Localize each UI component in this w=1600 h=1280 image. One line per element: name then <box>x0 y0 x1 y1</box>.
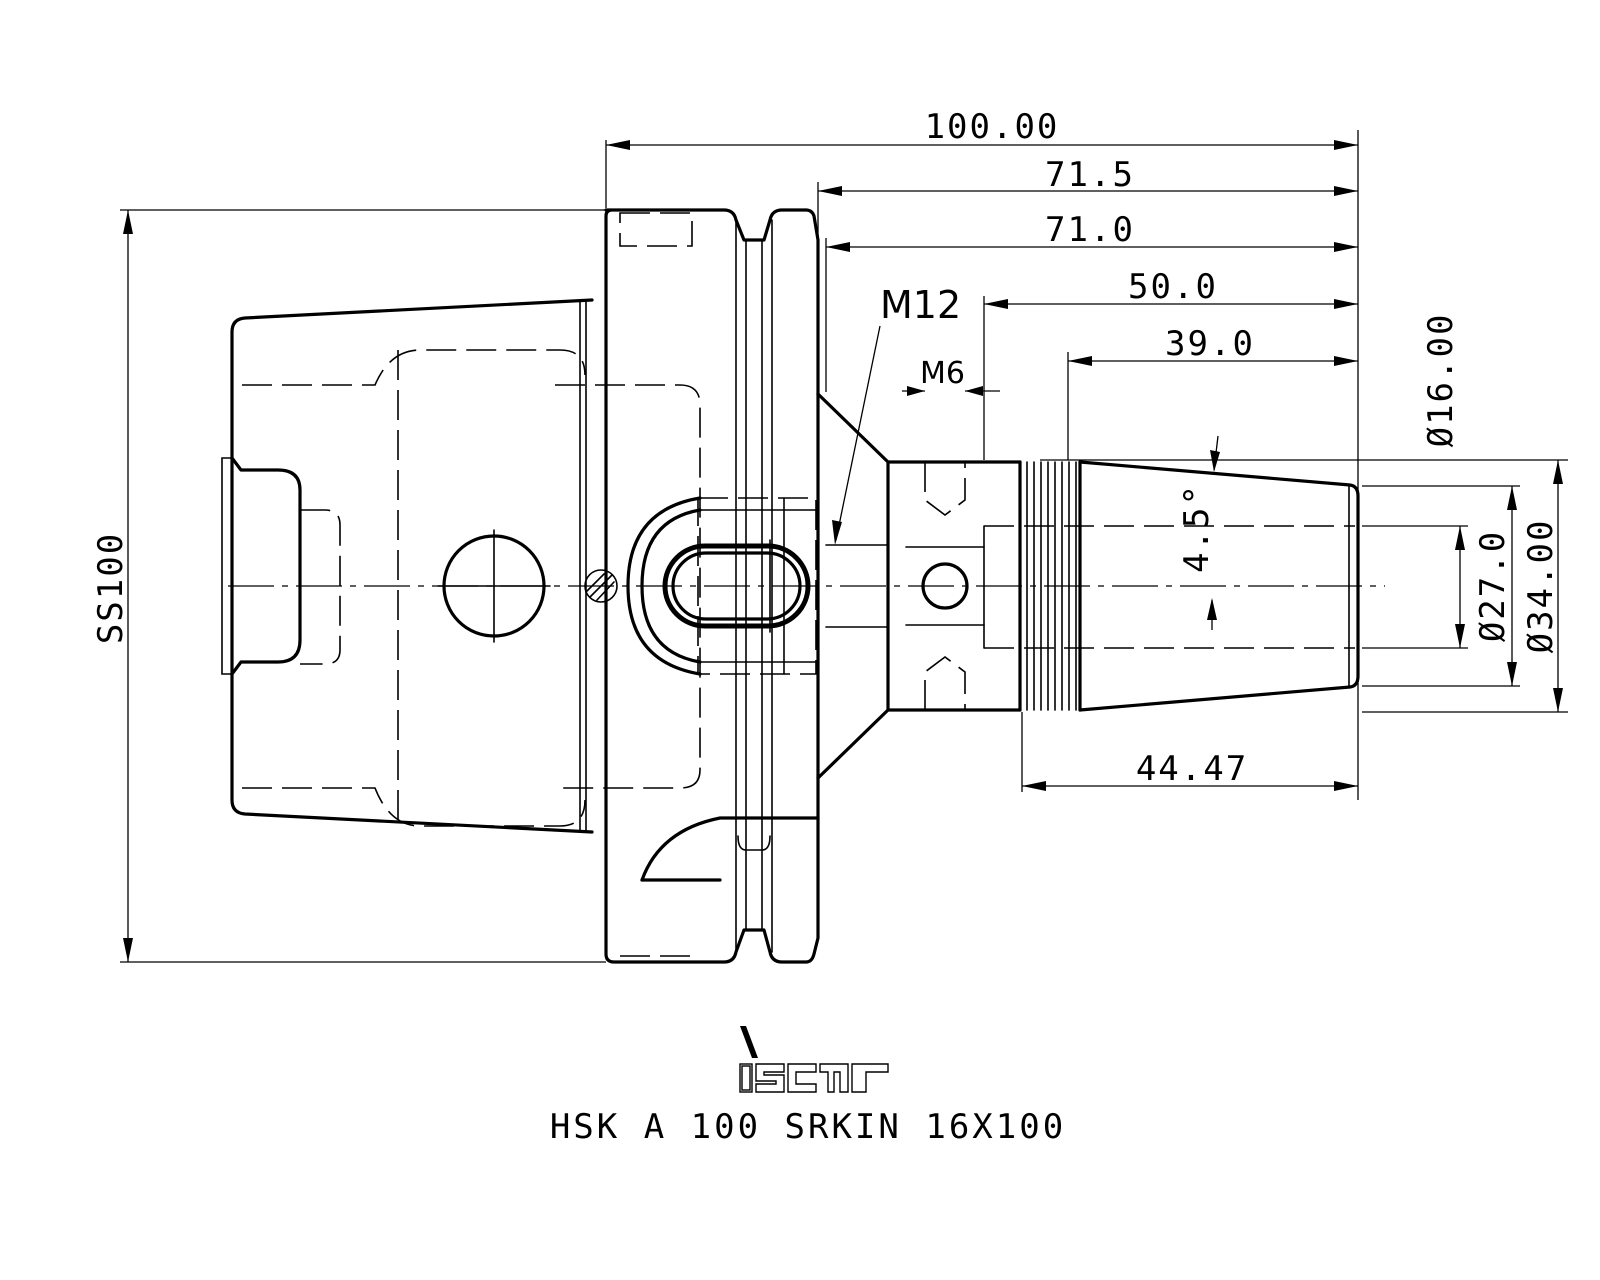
iscar-logo <box>739 1026 889 1093</box>
dim-length-50: 50.0 <box>1128 267 1218 307</box>
dim-length-to-face: 71.0 <box>1045 210 1135 250</box>
dim-length-39: 39.0 <box>1165 324 1255 364</box>
dim-diameter-27: Ø27.0 <box>1473 530 1513 642</box>
dim-overall-length: 100.00 <box>925 107 1060 147</box>
dim-length-to-flange: 71.5 <box>1045 155 1135 195</box>
callout-m12: M12 <box>880 283 961 327</box>
dimension-lines <box>120 130 1568 963</box>
dim-taper-angle: 4.5° <box>1177 483 1217 573</box>
dim-shank-height: SS100 <box>91 532 131 644</box>
dim-diameter-16: Ø16.00 <box>1421 313 1461 448</box>
dim-thread-length: 44.47 <box>1136 749 1248 789</box>
callout-m6: M6 <box>920 356 965 391</box>
drawing-caption: HSK A 100 SRKIN 16X100 <box>550 1107 1066 1147</box>
dim-diameter-34: Ø34.00 <box>1521 519 1561 654</box>
